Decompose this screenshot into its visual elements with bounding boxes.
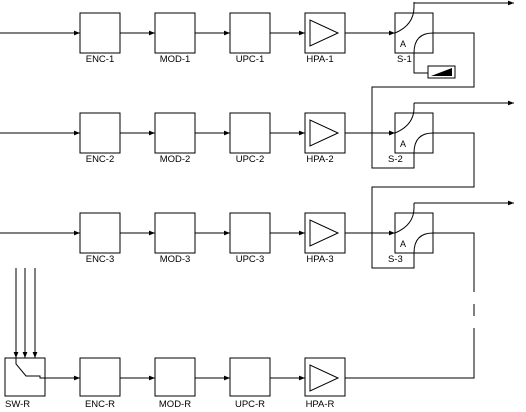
switch-path-b-icon bbox=[413, 232, 434, 254]
s-3-position-mark: A bbox=[400, 239, 406, 249]
upc-2-label: UPC-2 bbox=[236, 154, 265, 165]
enc-2-block bbox=[79, 112, 121, 154]
amplifier-triangle-icon bbox=[309, 19, 340, 47]
upc-3-block bbox=[229, 212, 271, 254]
upc-3-label: UPC-3 bbox=[236, 254, 265, 265]
mod-1-block bbox=[154, 12, 196, 54]
switch-path-a-icon bbox=[394, 203, 415, 234]
upc-r-label: UPC-R bbox=[235, 399, 265, 410]
hpa-3-label: HPA-3 bbox=[306, 254, 333, 265]
s-1-label: S-1 bbox=[397, 54, 412, 65]
mod-2-block bbox=[154, 112, 196, 154]
s-2-position-mark: A bbox=[400, 139, 406, 149]
upc-2-block bbox=[229, 112, 271, 154]
s-3-switch bbox=[394, 203, 434, 254]
enc-r-label: ENC-R bbox=[85, 399, 115, 410]
enc-2-label: ENC-2 bbox=[86, 154, 115, 165]
mod-2-label: MOD-2 bbox=[160, 154, 191, 165]
enc-1-block bbox=[79, 12, 121, 54]
redundant-output-line bbox=[345, 330, 475, 379]
switch-path-a-icon bbox=[394, 2, 415, 34]
continuation-line-top bbox=[433, 232, 475, 280]
s-3-label: S-3 bbox=[388, 254, 403, 265]
s-2-switch bbox=[394, 103, 434, 154]
sw-r-selector-switch bbox=[4, 357, 46, 397]
switch-path-b-icon bbox=[413, 32, 434, 54]
switch-path-a-icon bbox=[394, 103, 415, 134]
selector-path-icon bbox=[15, 358, 45, 379]
hpa-1-label: HPA-1 bbox=[306, 54, 333, 65]
hpa-3-amplifier bbox=[304, 212, 346, 254]
s-1-position-mark: A bbox=[400, 39, 406, 49]
hpa-r-amplifier bbox=[304, 357, 346, 397]
enc-3-block bbox=[79, 212, 121, 254]
mod-r-block bbox=[154, 357, 196, 397]
enc-r-block bbox=[79, 357, 121, 397]
mod-r-label: MOD-R bbox=[159, 399, 191, 410]
hpa-2-label: HPA-2 bbox=[306, 154, 333, 165]
amplifier-triangle-icon bbox=[309, 219, 340, 247]
upc-r-block bbox=[229, 357, 271, 397]
enc-3-label: ENC-3 bbox=[86, 254, 115, 265]
hpa-1-amplifier bbox=[304, 12, 346, 54]
redundant-chain-row: SW-R ENC-R MOD-R UPC-R HPA-R bbox=[4, 268, 346, 410]
switch-3-return-path bbox=[371, 187, 415, 269]
load-feed-1 bbox=[413, 53, 428, 74]
hpa-2-amplifier bbox=[304, 112, 346, 154]
amplifier-triangle-icon bbox=[309, 119, 340, 147]
chain-row-2: A ENC-2 MOD-2 UPC-2 HPA-2 S-2 bbox=[0, 87, 514, 169]
dummy-load-icon bbox=[427, 65, 456, 79]
switch-path-b-icon bbox=[413, 132, 434, 154]
chain-row-3: A ENC-3 MOD-3 UPC-3 HPA-3 S-3 bbox=[0, 187, 514, 269]
sw-r-label: SW-R bbox=[5, 399, 30, 410]
switch-2-return-path bbox=[371, 87, 415, 169]
mod-3-block bbox=[154, 212, 196, 254]
hpa-r-label: HPA-R bbox=[306, 399, 335, 410]
mod-1-label: MOD-1 bbox=[160, 54, 191, 65]
s-2-label: S-2 bbox=[388, 154, 403, 165]
enc-1-label: ENC-1 bbox=[86, 54, 115, 65]
mod-3-label: MOD-3 bbox=[160, 254, 191, 265]
upc-1-block bbox=[229, 12, 271, 54]
chain-row-1: A ENC-1 MOD-1 UPC-1 HPA-1 S-1 bbox=[0, 0, 514, 79]
amplifier-triangle-icon bbox=[309, 364, 340, 392]
upc-1-label: UPC-1 bbox=[236, 54, 265, 65]
